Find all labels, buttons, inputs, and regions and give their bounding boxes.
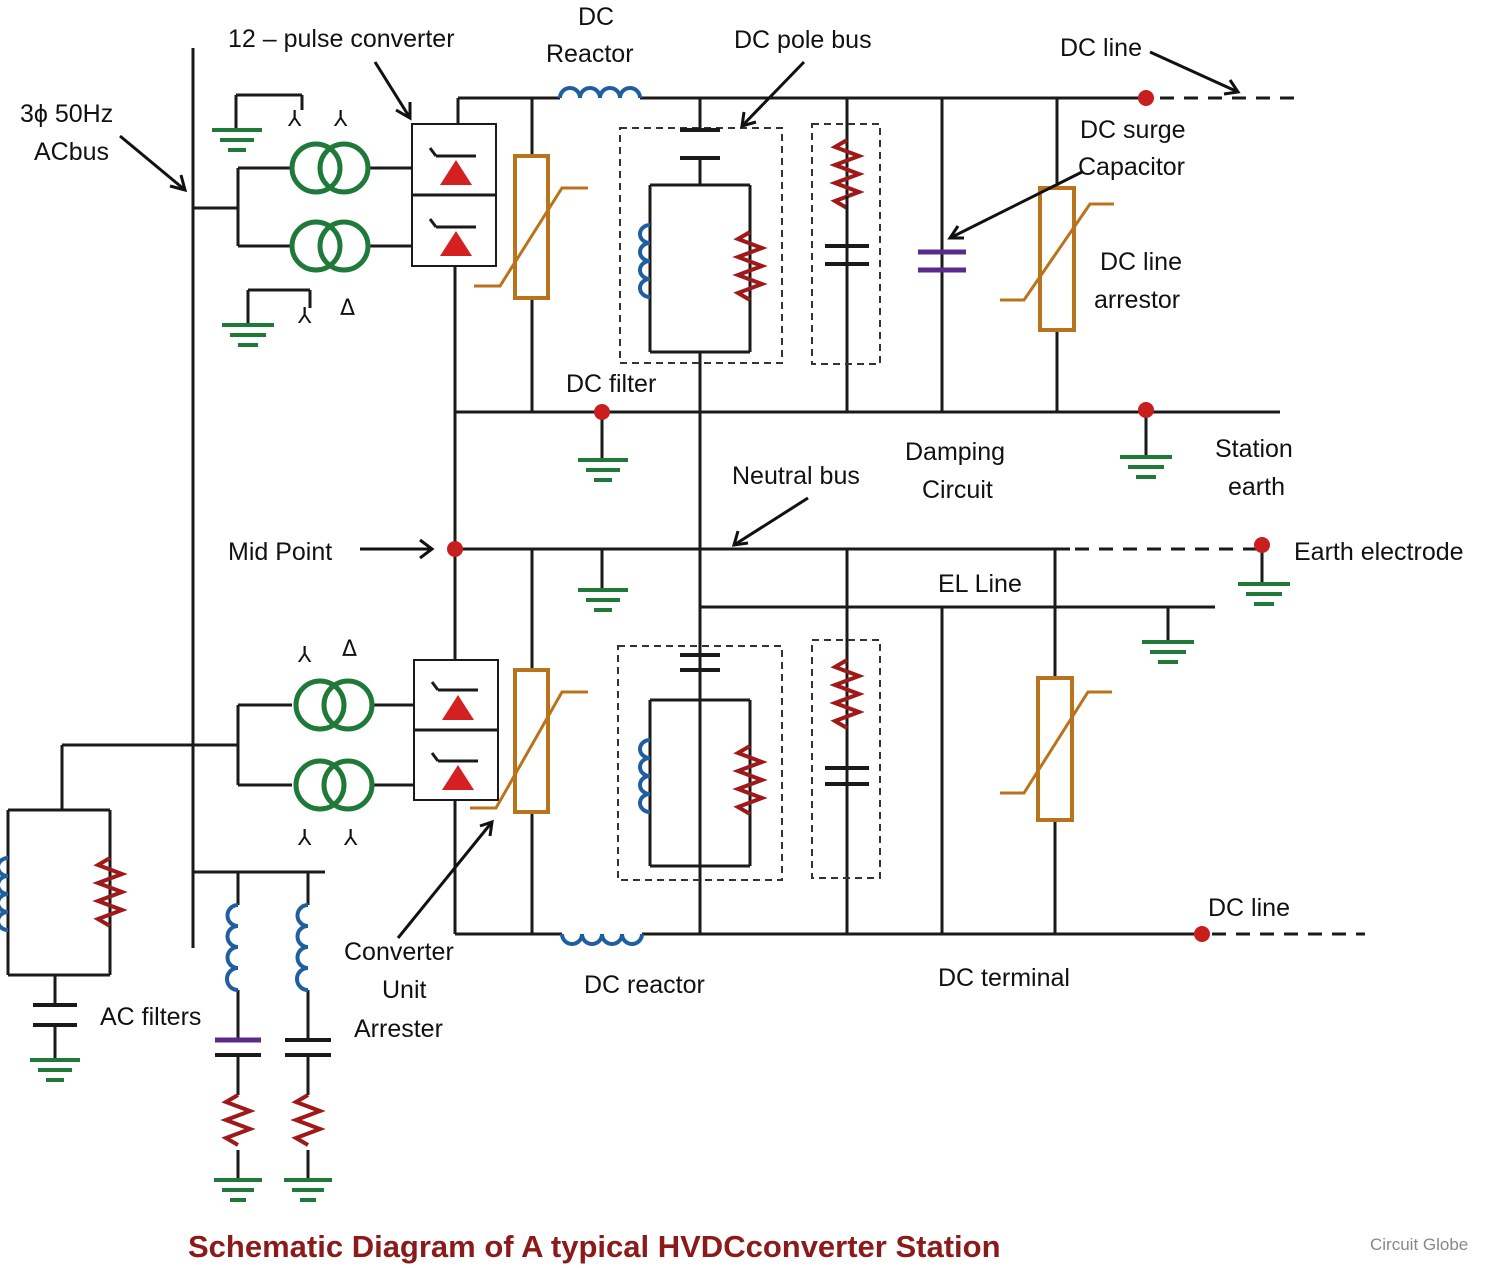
dc-filter-resistor-upper bbox=[732, 230, 768, 302]
ac-filter-resistor-1 bbox=[92, 856, 128, 928]
wye-symbol: ⅄ bbox=[344, 826, 358, 851]
ground-icon bbox=[578, 588, 628, 612]
ground-icon bbox=[1142, 640, 1194, 664]
label-ac-filters: AC filters bbox=[100, 1003, 201, 1031]
pointer-arrows bbox=[119, 50, 1241, 939]
capacitors bbox=[33, 128, 966, 1057]
label-dc-terminal: DC terminal bbox=[938, 964, 1070, 992]
label-dc-surge-2: Capacitor bbox=[1078, 153, 1185, 181]
transformers bbox=[289, 141, 375, 812]
converter-lower bbox=[413, 659, 499, 801]
label-dc-reactor-2: Reactor bbox=[546, 40, 634, 68]
transformer-icon bbox=[293, 678, 375, 732]
ac-filter-resistor-3 bbox=[290, 1093, 326, 1147]
ground-icon bbox=[578, 458, 628, 482]
ground-icon bbox=[1120, 455, 1172, 479]
grounds bbox=[30, 93, 1290, 1202]
delta-symbol: Δ bbox=[340, 296, 355, 321]
transformer-icon bbox=[289, 219, 371, 273]
transformer-icon bbox=[289, 141, 371, 195]
transformer-icon bbox=[293, 758, 375, 812]
delta-symbol: Δ bbox=[342, 637, 357, 662]
ac-filter-inductor-1 bbox=[0, 856, 9, 932]
watermark: Circuit Globe bbox=[1370, 1235, 1468, 1254]
dc-filter-inductor-upper bbox=[638, 223, 651, 299]
label-dc-filter: DC filter bbox=[566, 370, 656, 398]
label-dc-line-top: DC line bbox=[1060, 34, 1142, 62]
label-12-pulse-converter: 12 – pulse converter bbox=[228, 25, 455, 53]
thyristor-icon bbox=[440, 160, 472, 185]
ground-icon bbox=[222, 288, 312, 347]
converter-arrester-upper bbox=[474, 154, 588, 300]
dc-filter-box-upper bbox=[619, 127, 783, 364]
dc-line-arrester-lower bbox=[1000, 676, 1112, 822]
wye-symbol: ⅄ bbox=[298, 826, 312, 851]
label-neutral-bus: Neutral bus bbox=[732, 462, 860, 490]
label-converter-arrester-3: Arrester bbox=[354, 1015, 443, 1043]
dc-line-arrester-upper bbox=[1000, 186, 1114, 332]
label-dc-reactor-bottom: DC reactor bbox=[584, 971, 705, 999]
dc-filter-box-lower bbox=[617, 645, 783, 881]
station-earth-node bbox=[1138, 402, 1154, 418]
label-ac-bus-1: 3ϕ 50Hz bbox=[20, 100, 113, 128]
label-damping-1: Damping bbox=[905, 438, 1005, 466]
earth-electrode-node bbox=[1254, 537, 1270, 553]
thyristor-icon bbox=[442, 695, 474, 720]
dc-filter-resistor-lower bbox=[732, 744, 768, 816]
dc-line-terminal-node bbox=[1194, 926, 1210, 942]
ground-icon bbox=[212, 93, 304, 152]
damping-box-lower bbox=[811, 639, 881, 879]
converter-arrester-lower bbox=[470, 668, 588, 814]
label-earth-electrode: Earth electrode bbox=[1294, 538, 1464, 566]
label-dc-surge-1: DC surge bbox=[1080, 116, 1186, 144]
damping-box-upper bbox=[811, 123, 881, 365]
label-dc-line-bottom: DC line bbox=[1208, 894, 1290, 922]
label-converter-arrester-1: Converter bbox=[344, 938, 454, 966]
ac-filter-inductor-3 bbox=[295, 903, 309, 992]
wiring bbox=[6, 48, 1365, 1180]
label-station-earth-1: Station bbox=[1215, 435, 1293, 463]
thyristor-icon bbox=[442, 765, 474, 790]
thyristor-icon bbox=[440, 231, 472, 256]
damping-resistor-upper bbox=[829, 138, 865, 210]
label-ac-bus-2: ACbus bbox=[34, 138, 109, 166]
ground-icon bbox=[284, 1178, 332, 1202]
mid-point-node bbox=[447, 541, 463, 557]
ac-filter-resistor-2 bbox=[220, 1093, 256, 1147]
label-dc-line-arrestor-1: DC line bbox=[1100, 248, 1182, 276]
label-converter-arrester-2: Unit bbox=[382, 976, 427, 1004]
dc-reactor-top bbox=[558, 86, 642, 99]
ground-icon bbox=[214, 1178, 262, 1202]
wye-symbol: ⅄ bbox=[298, 304, 312, 329]
label-el-line: EL Line bbox=[938, 570, 1022, 598]
ground-icon bbox=[30, 1058, 80, 1082]
label-station-earth-2: earth bbox=[1228, 473, 1285, 501]
wye-symbol: ⅄ bbox=[288, 107, 302, 132]
labels: 12 – pulse converter DC Reactor DC pole … bbox=[20, 3, 1464, 1043]
dc-filter-inductor-lower bbox=[638, 738, 651, 814]
dc-line-terminal-node bbox=[1138, 90, 1154, 106]
ground-icon bbox=[1238, 582, 1290, 606]
damping-resistor-lower bbox=[829, 658, 865, 730]
dc-reactor-bottom bbox=[560, 933, 644, 946]
diagram-title: Schematic Diagram of A typical HVDCconve… bbox=[188, 1229, 1001, 1264]
label-damping-2: Circuit bbox=[922, 476, 993, 504]
converter-upper bbox=[411, 123, 497, 267]
dc-filter-earth-node bbox=[594, 404, 610, 420]
wye-symbol: ⅄ bbox=[334, 107, 348, 132]
label-dc-reactor-1: DC bbox=[578, 3, 614, 31]
label-dc-line-arrestor-2: arrestor bbox=[1094, 286, 1180, 314]
label-mid-point: Mid Point bbox=[228, 538, 332, 566]
wye-symbol: ⅄ bbox=[298, 643, 312, 668]
label-dc-pole-bus: DC pole bus bbox=[734, 26, 872, 54]
ac-filter-inductor-2 bbox=[225, 903, 239, 992]
